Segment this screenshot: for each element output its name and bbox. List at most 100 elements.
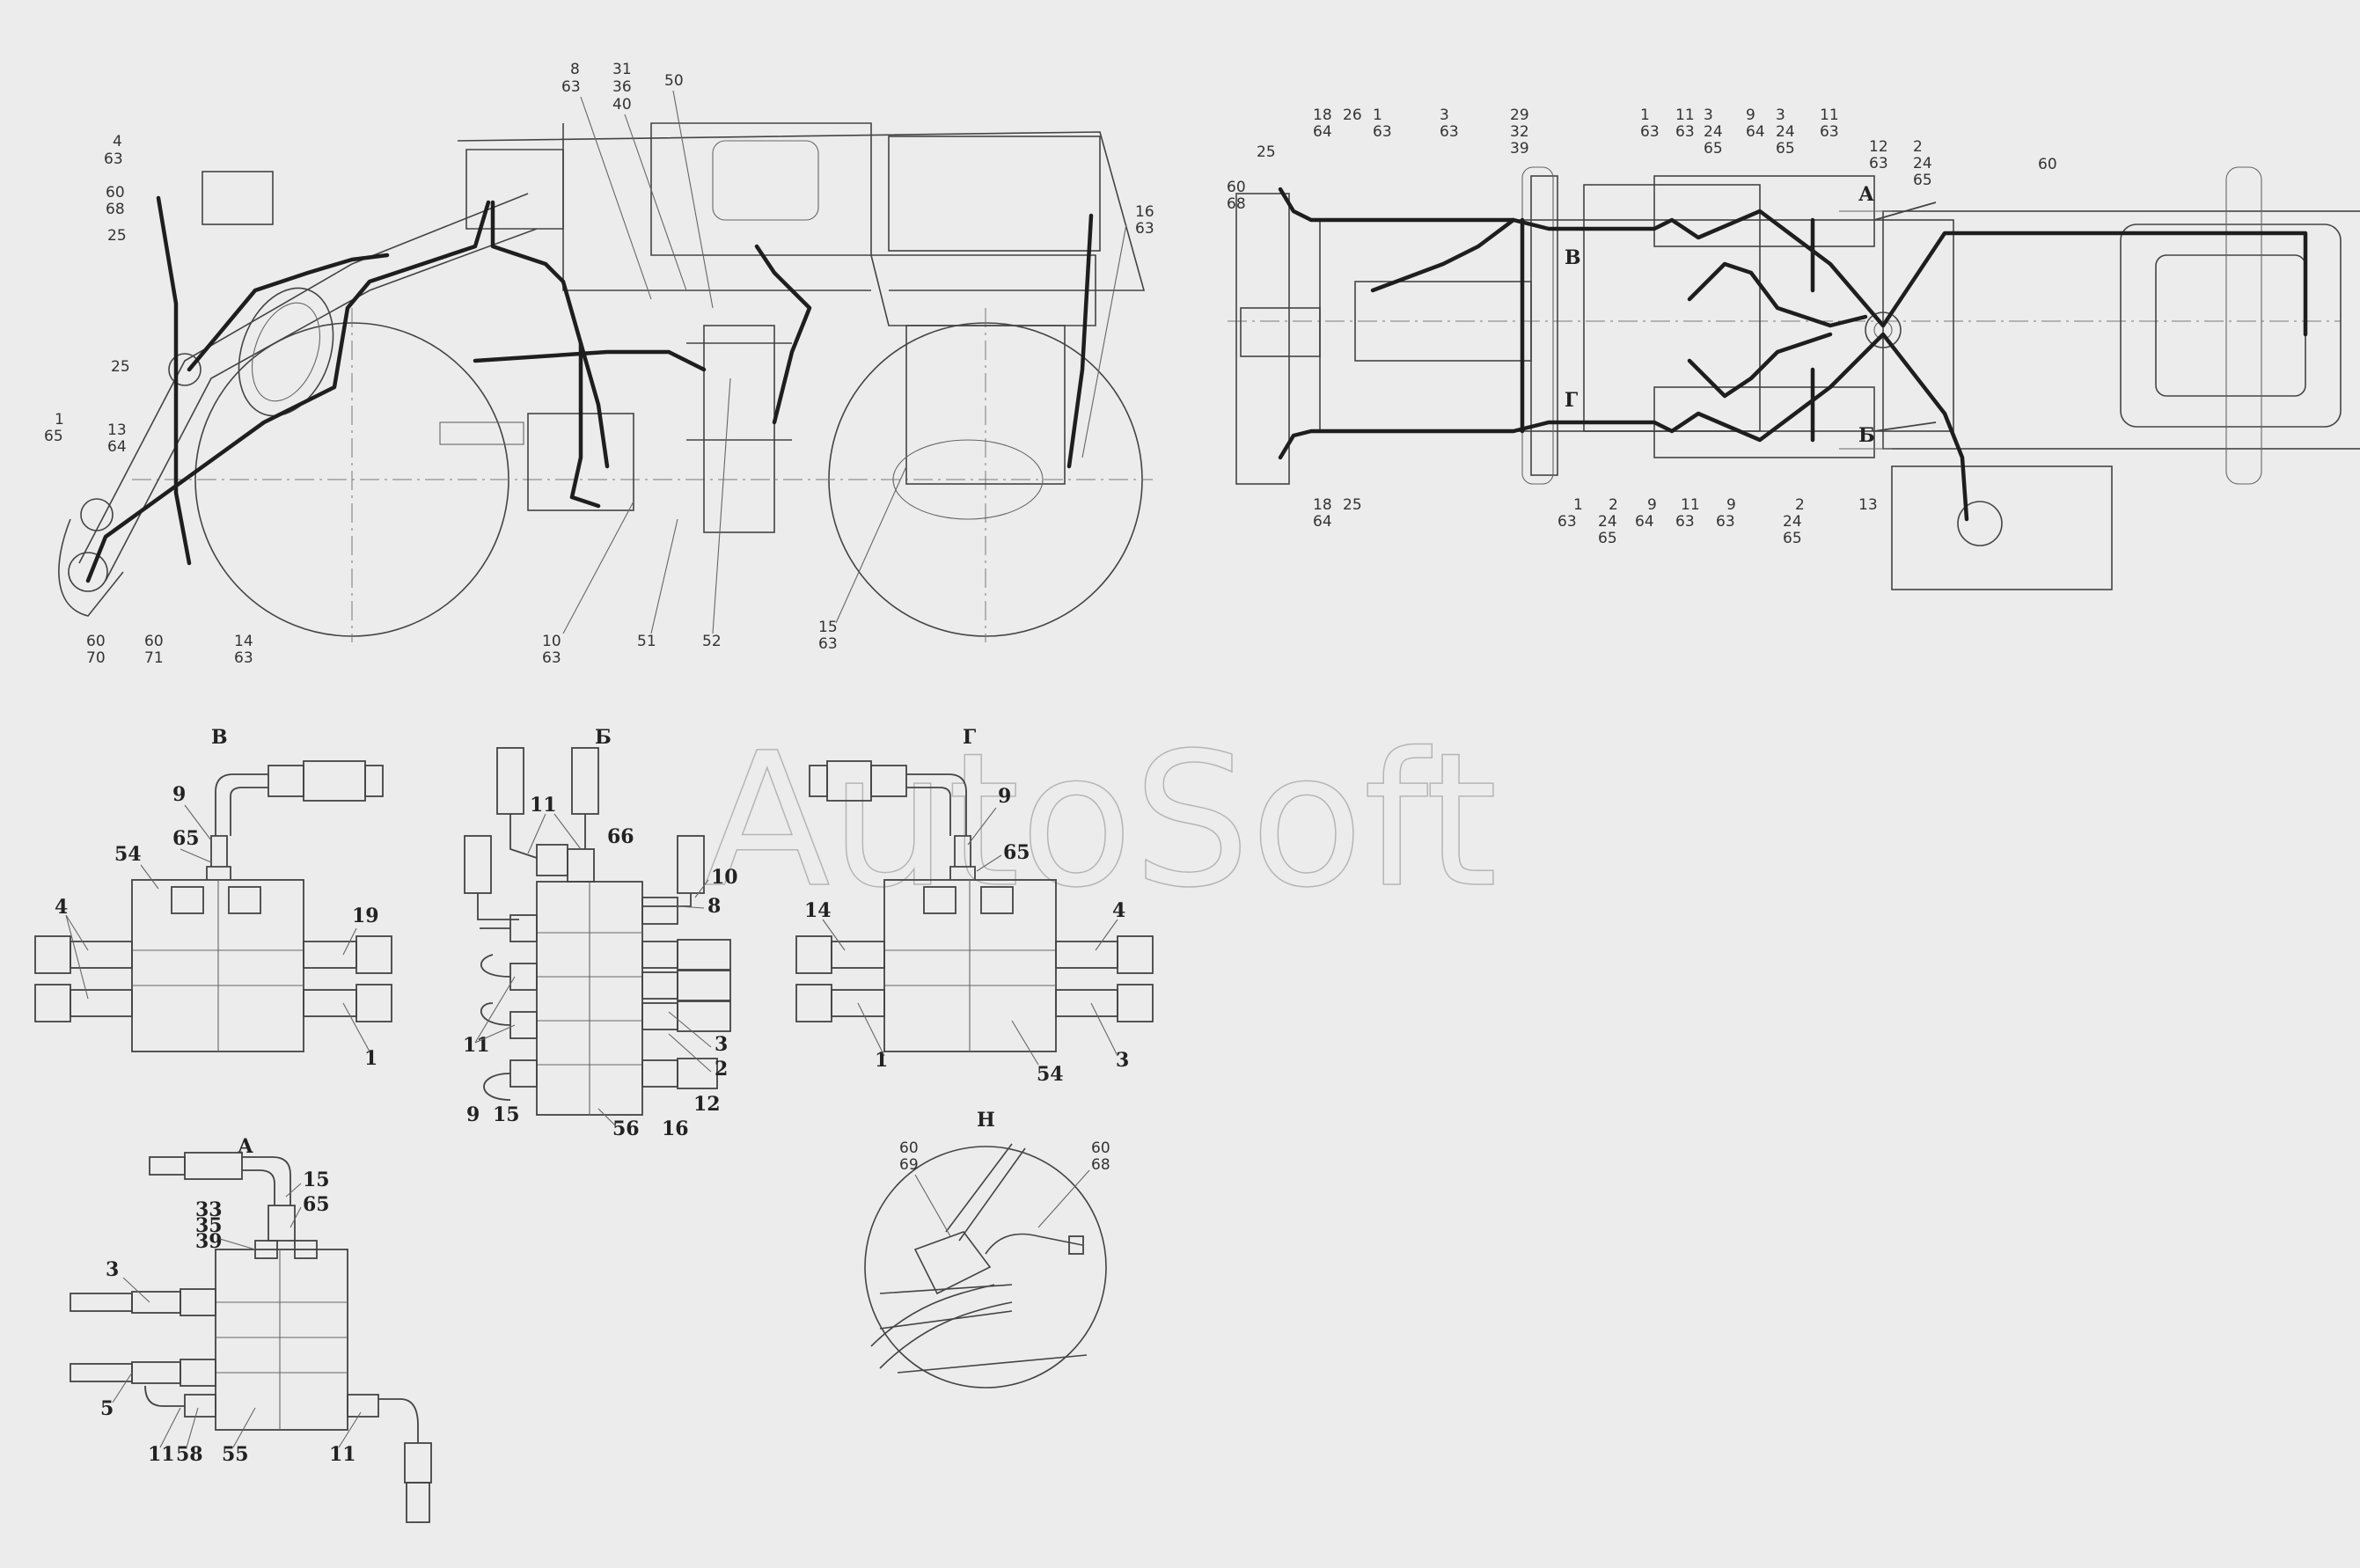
view-title-h: Н (977, 1109, 995, 1132)
callout: 70 (86, 649, 106, 667)
view-title-a: А (238, 1135, 253, 1158)
callout: 64 (1313, 513, 1332, 531)
callout: 40 (612, 96, 632, 114)
callout: 10 (711, 866, 738, 889)
callout: 4 (1112, 899, 1125, 922)
detail-view-h: Н 60 69 60 68 (864, 1109, 1110, 1388)
callout: 11 (530, 794, 557, 817)
callout: 71 (144, 649, 164, 667)
callout: 1 (1373, 106, 1382, 124)
callout: 15 (493, 1103, 520, 1126)
callout: 25 (1257, 143, 1276, 161)
callout: 63 (1716, 513, 1735, 531)
callout: 60 (899, 1139, 919, 1157)
callout: 10 (542, 633, 561, 650)
callout: 35 (195, 1214, 223, 1237)
callout: 60 (2038, 156, 2057, 173)
callout: 3 (1704, 106, 1713, 124)
callout: 9 (998, 785, 1011, 808)
side-view-machine: 8 63 31 36 40 50 4 63 60 68 25 25 1 65 1… (44, 61, 1154, 667)
watermark: AutoSoft (704, 713, 1498, 928)
callout: 63 (104, 150, 123, 168)
callout: 8 (570, 61, 580, 78)
callout: 3 (715, 1033, 728, 1056)
callout: 60 (86, 633, 106, 650)
callout: 1 (364, 1047, 377, 1070)
view-mark-v: В (1565, 246, 1581, 269)
callout: 25 (1343, 496, 1362, 514)
callout: 24 (1913, 155, 1932, 172)
callout: 68 (106, 201, 125, 218)
callout: 1 (875, 1049, 888, 1072)
view-title-v: В (211, 726, 228, 749)
callout: 64 (1746, 123, 1765, 141)
callout: 51 (637, 633, 656, 650)
callout: 24 (1704, 123, 1723, 141)
callout: 65 (1776, 140, 1795, 158)
callout: 65 (1704, 140, 1723, 158)
callout: 8 (707, 895, 721, 918)
callout: 64 (107, 438, 127, 456)
callout: 5 (100, 1397, 114, 1420)
callout: 24 (1598, 513, 1617, 531)
callout: 13 (1858, 496, 1878, 514)
callout: 3 (106, 1258, 119, 1281)
view-arrow-a: А (1858, 183, 1874, 206)
callout: 63 (1820, 123, 1839, 141)
callout: 58 (176, 1443, 203, 1466)
callout: 65 (1913, 172, 1932, 189)
callout: 15 (818, 619, 838, 636)
callout: 65 (172, 827, 200, 850)
callout: 68 (1091, 1156, 1110, 1174)
callout: 65 (1003, 841, 1030, 864)
callout: 14 (804, 899, 832, 922)
callout: 63 (1869, 155, 1888, 172)
callout: 56 (612, 1117, 640, 1140)
callout: 63 (818, 635, 838, 653)
callout: 2 (715, 1058, 728, 1081)
callout: 60 (144, 633, 164, 650)
callout: 36 (612, 78, 632, 96)
callout: 31 (612, 61, 632, 78)
callout: 54 (1037, 1063, 1064, 1086)
callout: 3 (1116, 1049, 1129, 1072)
view-arrow-b: Б (1858, 424, 1875, 447)
callout: 11 (1820, 106, 1839, 124)
callout: 32 (1510, 123, 1529, 141)
callout: 63 (1373, 123, 1392, 141)
callout: 29 (1510, 106, 1529, 124)
callout: 11 (463, 1034, 490, 1057)
callout: 18 (1313, 106, 1332, 124)
callout: 50 (664, 72, 684, 90)
callout: 63 (1675, 513, 1695, 531)
callout: 15 (303, 1169, 330, 1191)
callout: 9 (1726, 496, 1736, 514)
callout: 16 (662, 1117, 689, 1140)
callout: 52 (702, 633, 722, 650)
callout: 63 (1557, 513, 1577, 531)
callout: 65 (1598, 530, 1617, 547)
callout: 65 (1783, 530, 1802, 547)
callout: 3 (1776, 106, 1785, 124)
view-mark-g: Г (1565, 389, 1578, 412)
callout: 9 (1647, 496, 1657, 514)
view-title-b: Б (595, 726, 612, 749)
callout: 63 (1440, 123, 1459, 141)
callout: 4 (113, 133, 122, 150)
callout: 9 (172, 783, 186, 806)
callout: 65 (44, 428, 63, 445)
callout: 64 (1635, 513, 1654, 531)
callout: 63 (1675, 123, 1695, 141)
callout: 25 (111, 358, 130, 376)
callout: 2 (1795, 496, 1805, 514)
detail-view-v: В 9 65 54 4 19 1 (34, 726, 392, 1070)
callout: 63 (542, 649, 561, 667)
callout: 33 (195, 1198, 223, 1221)
callout: 63 (1135, 220, 1154, 238)
callout: 3 (1440, 106, 1449, 124)
detail-view-g: Г 9 65 14 4 1 54 3 (795, 726, 1154, 1086)
callout: 16 (1135, 203, 1154, 221)
callout: 14 (234, 633, 253, 650)
callout: 9 (1746, 106, 1755, 124)
